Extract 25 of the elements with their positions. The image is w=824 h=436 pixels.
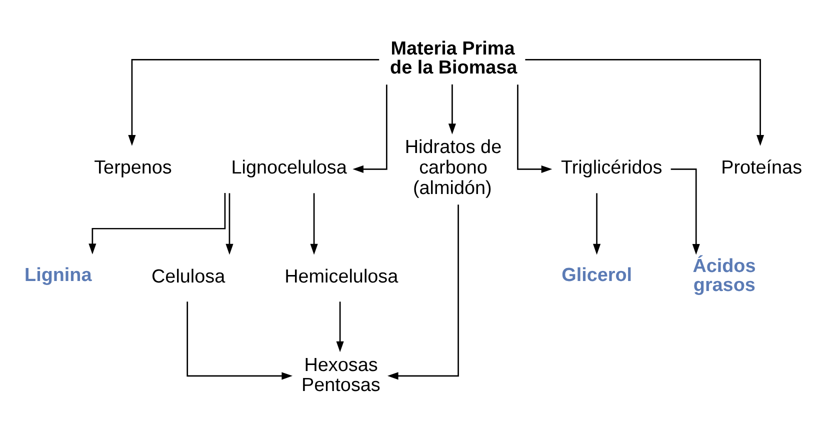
arrow [448,84,456,134]
arrow [352,84,388,172]
arrow [128,58,380,146]
node-text: Hidratos de carbono (almidón) [404,136,502,198]
node-text: Lignina [24,264,92,286]
node-text: Terpenos [94,157,172,178]
arrow [336,301,344,352]
node-text: Proteínas [721,157,802,178]
arrow [525,58,764,146]
arrow [310,192,318,254]
arrow [186,301,293,380]
arrow [387,204,459,380]
node-text: Hexosas Pentosas [302,354,380,396]
node-text: Ácidos grasos [692,256,756,296]
arrow [670,168,700,254]
arrow [593,192,601,254]
node-text: Hemicelulosa [284,266,398,287]
arrow [517,84,552,172]
node-text: Celulosa [152,266,226,287]
node-text: Glicerol [562,264,632,286]
node-text: Triglicéridos [560,157,662,178]
node-text: Lignocelulosa [231,157,347,178]
arrow [226,192,234,254]
node-text: Materia Prima de la Biomasa [390,38,518,78]
arrow [88,192,226,254]
